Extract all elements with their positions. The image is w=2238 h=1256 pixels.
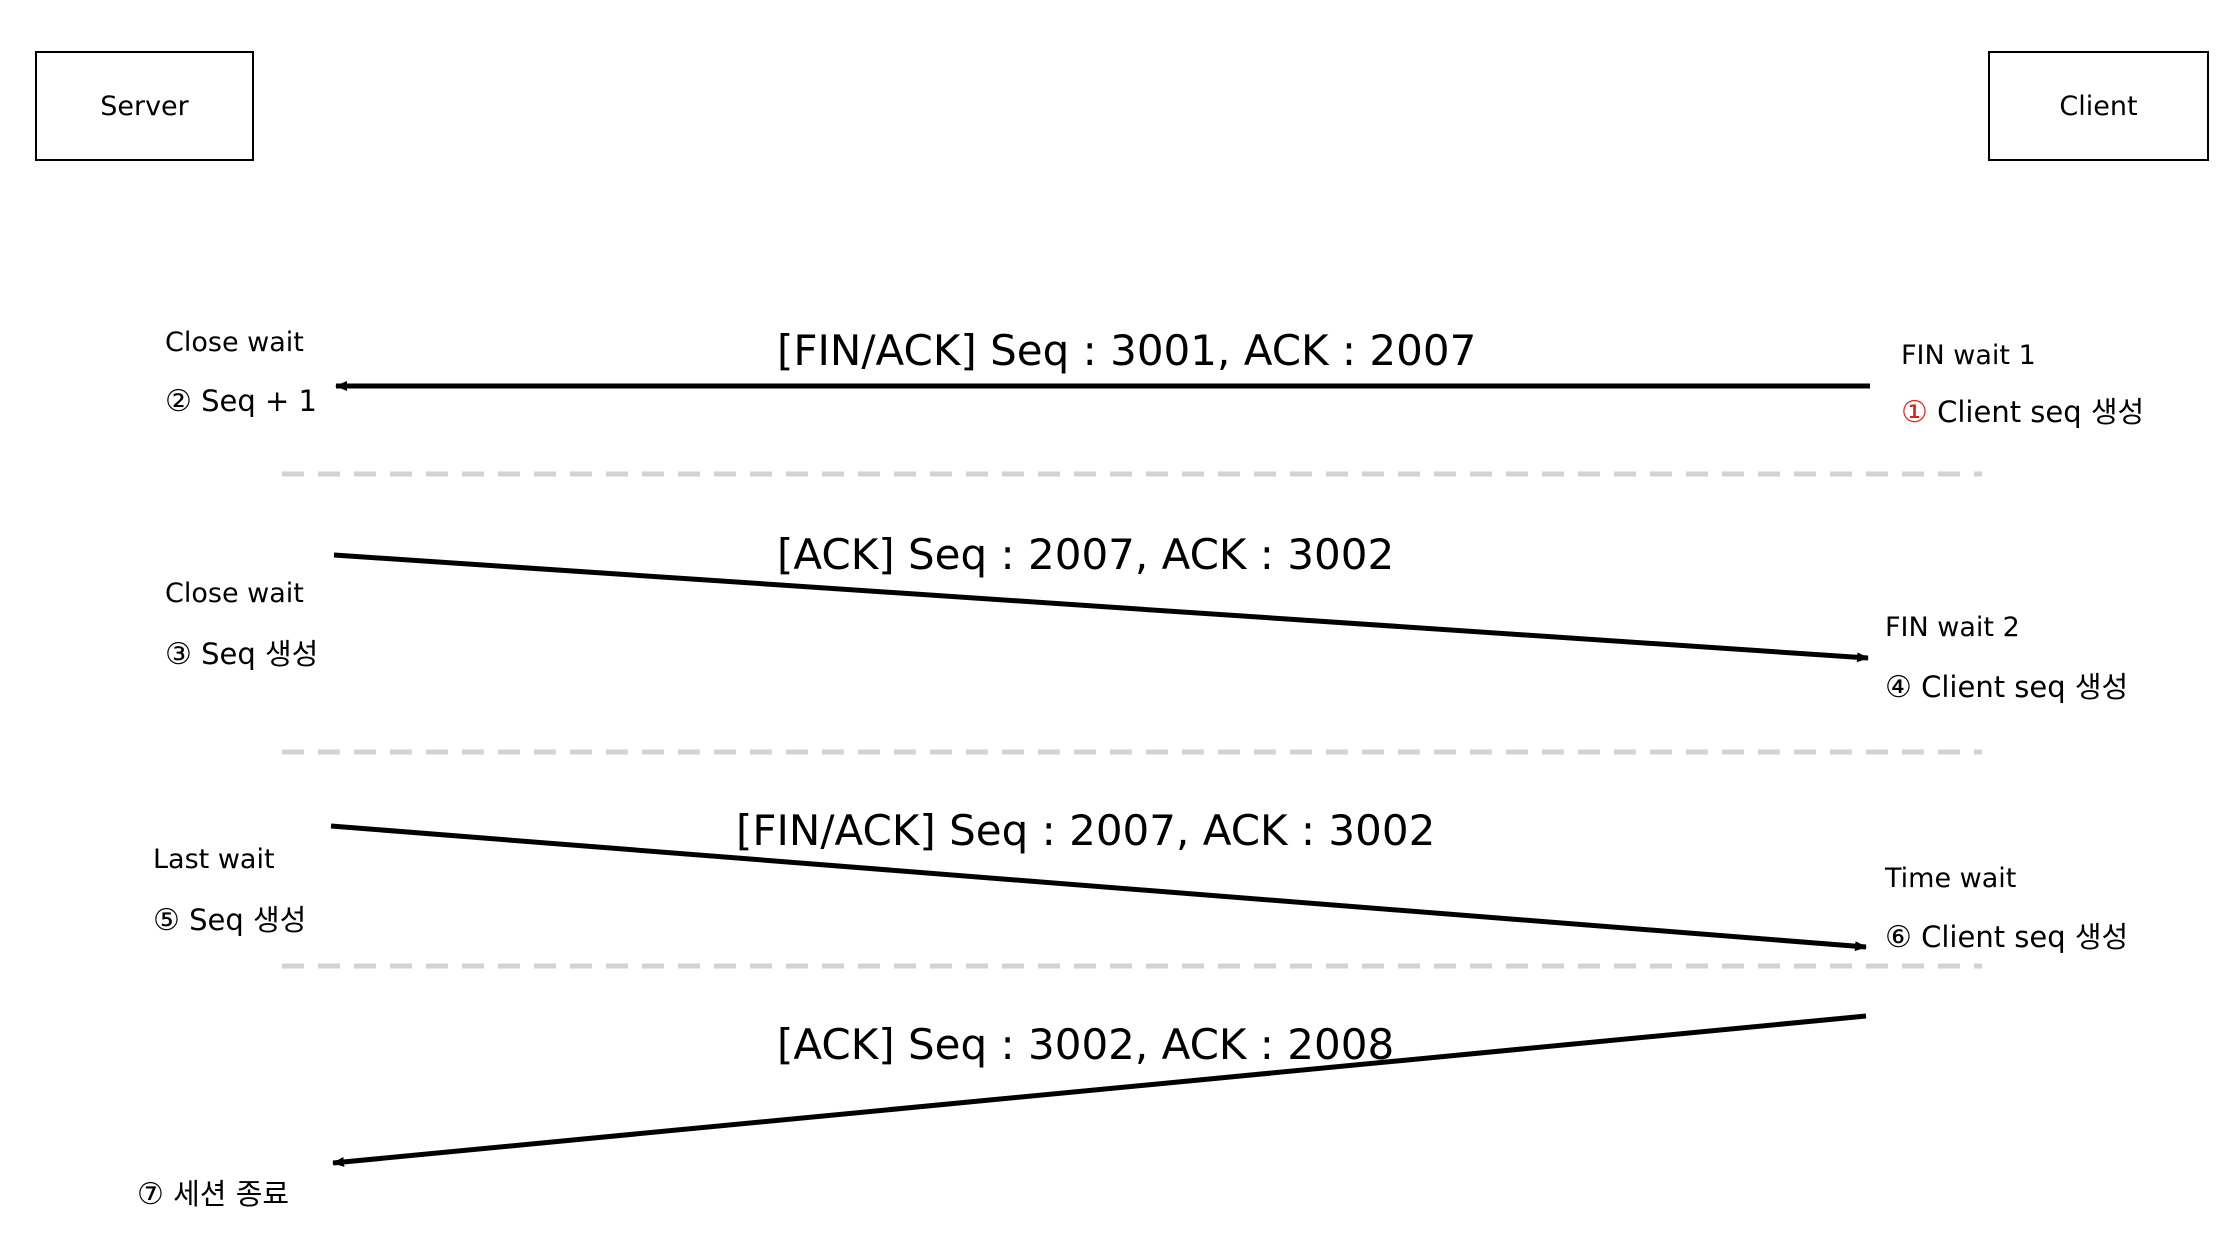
step-number: ②: [165, 384, 192, 419]
server-state-1: Close wait: [165, 327, 304, 358]
client-step-1: ① Client seq 생성: [1901, 398, 2144, 428]
client-step-2: ④ Client seq 생성: [1885, 673, 2128, 703]
client-state-3: Time wait: [1885, 863, 2017, 894]
step-number: ⑤: [153, 903, 180, 938]
client-box: Client: [1988, 51, 2209, 161]
server-label: Server: [100, 90, 189, 122]
step-number: ③: [165, 637, 192, 672]
message-label-1: [FIN/ACK] Seq : 3001, ACK : 2007: [777, 326, 1477, 375]
step-text: Seq 생성: [201, 637, 319, 671]
step-number: ⑦: [137, 1177, 164, 1212]
server-box: Server: [35, 51, 254, 161]
client-state-1: FIN wait 1: [1901, 340, 2036, 371]
server-step-4: ⑦ 세션 종료: [137, 1180, 289, 1210]
server-step-1: ② Seq + 1: [165, 387, 317, 417]
server-state-3: Last wait: [153, 844, 275, 875]
step-text: Client seq 생성: [1921, 670, 2129, 704]
message-arrow-2: [333, 552, 1869, 663]
message-label-3: [FIN/ACK] Seq : 2007, ACK : 3002: [736, 806, 1436, 855]
step-text: 세션 종료: [173, 1177, 290, 1211]
server-step-2: ③ Seq 생성: [165, 640, 318, 670]
message-arrow-4: [332, 1013, 1867, 1167]
step-number: ④: [1885, 670, 1912, 705]
server-state-2: Close wait: [165, 578, 304, 609]
message-label-4: [ACK] Seq : 3002, ACK : 2008: [777, 1020, 1395, 1069]
client-state-2: FIN wait 2: [1885, 612, 2020, 643]
client-label: Client: [2059, 90, 2138, 122]
message-arrow-3: [330, 823, 1867, 952]
step-number: ⑥: [1885, 920, 1912, 955]
message-label-2: [ACK] Seq : 2007, ACK : 3002: [777, 530, 1395, 579]
server-step-3: ⑤ Seq 생성: [153, 906, 306, 936]
step-text: Client seq 생성: [1937, 395, 2145, 429]
step-text: Client seq 생성: [1921, 920, 2129, 954]
step-text: Seq 생성: [189, 903, 307, 937]
client-step-3: ⑥ Client seq 생성: [1885, 923, 2128, 953]
step-number: ①: [1901, 395, 1928, 430]
step-text: Seq + 1: [201, 384, 317, 418]
